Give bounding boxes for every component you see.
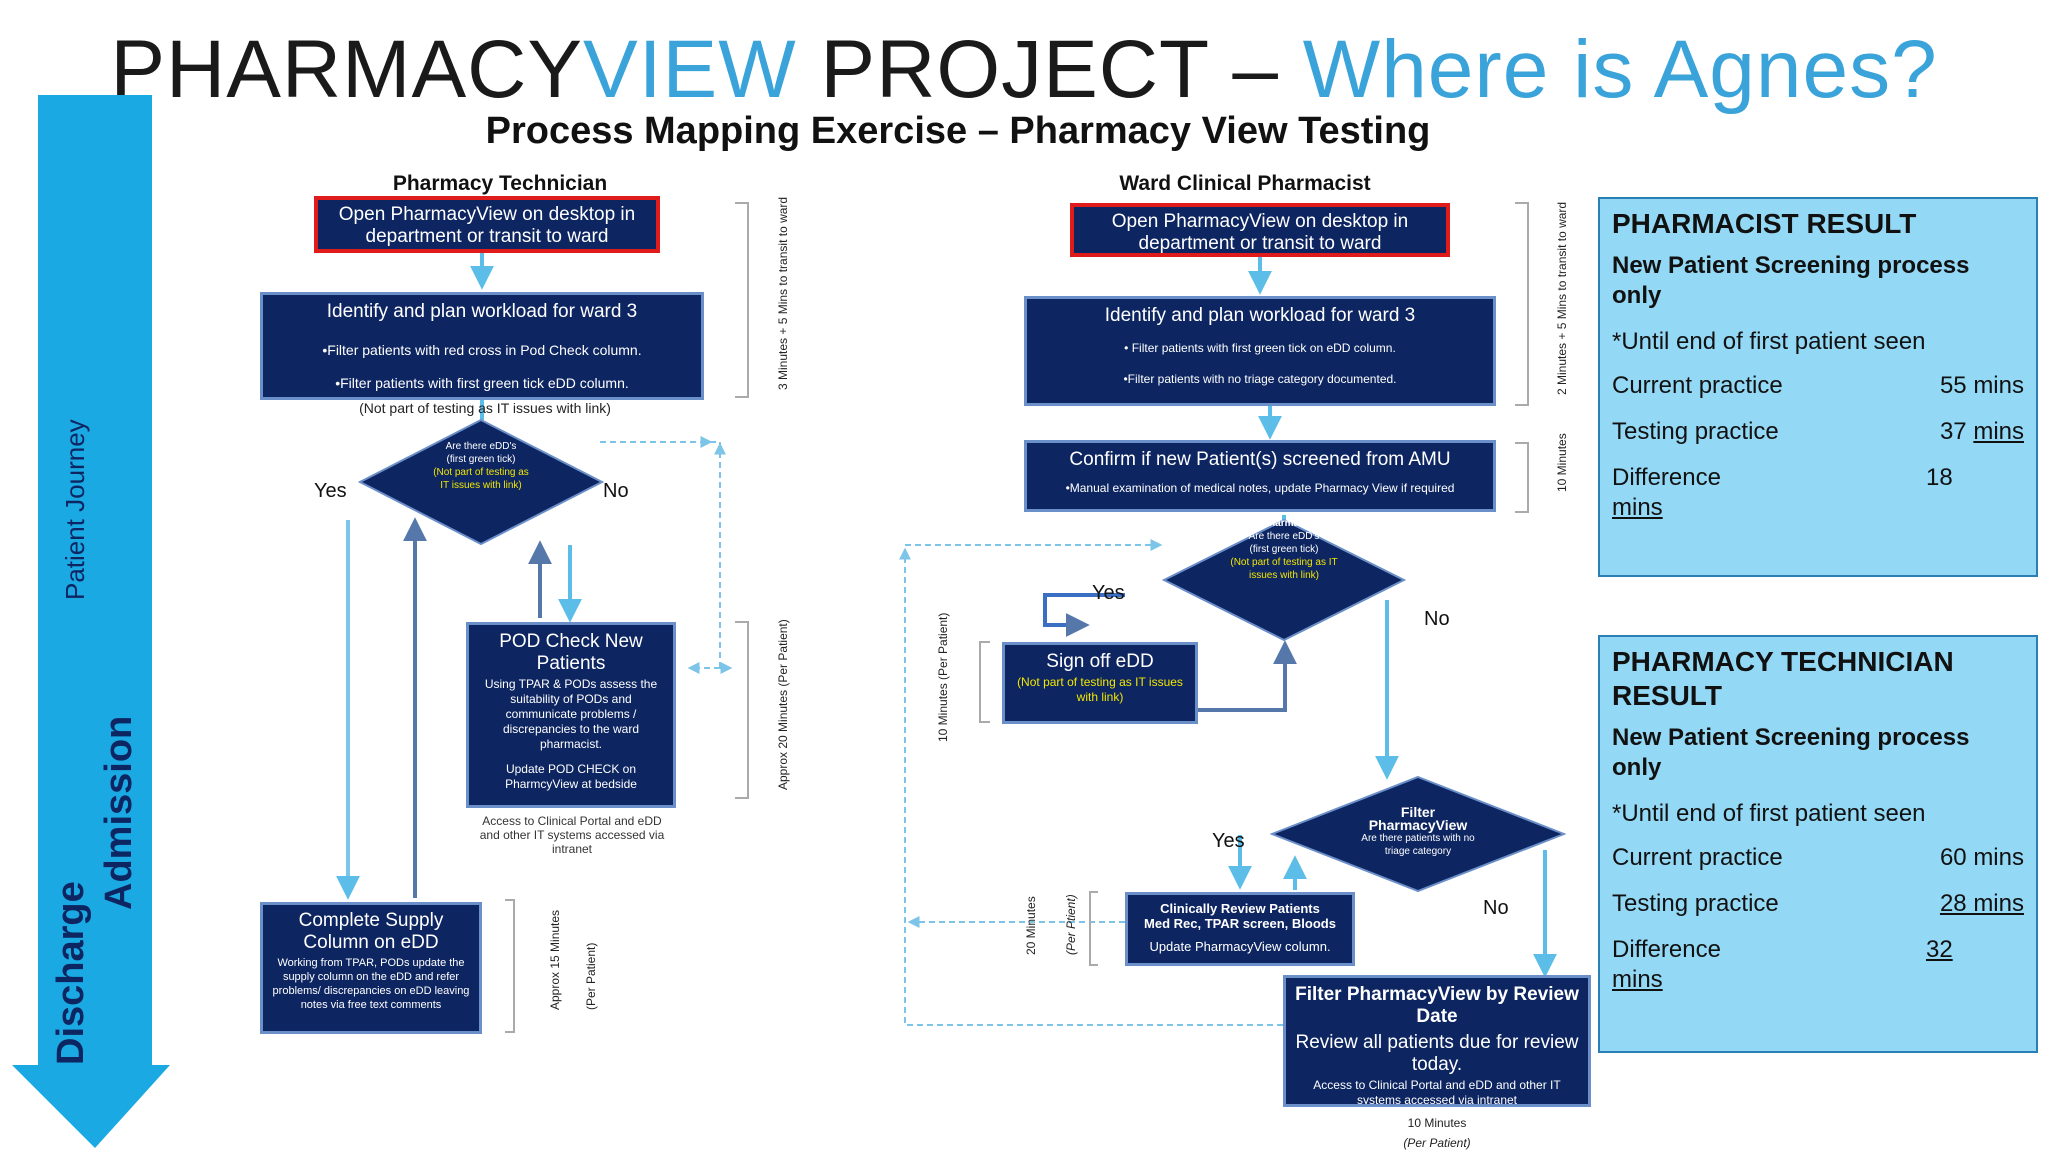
technician-time-2: Approx 20 Minutes (Per Patient) [776,619,790,790]
pharmacist-time-1: 2 Minutes + 5 Mins to transit to ward [1555,201,1569,395]
technician-no-label: No [603,480,629,502]
technician-result-panel: PHARMACY TECHNICIAN RESULT New Patient S… [1598,635,2038,1053]
technician-pod-check-step: POD Check New Patients Using TPAR & PODs… [466,622,676,808]
pharmacist-confirm-step: Confirm if new Patient(s) screened from … [1024,440,1496,512]
technician-open-step: Open PharmacyView on desktop in departme… [314,196,660,253]
technician-result-heading: PHARMACY TECHNICIAN RESULT [1612,646,1954,711]
technician-time-1: 3 Minutes + 5 Mins to transit to ward [776,196,790,390]
pharmacist-time-5b: (Per Patient) [1403,1136,1471,1150]
pharmacist-decision-2-text: Filter PharmacyView Are there patients w… [1361,804,1475,857]
technician-identify-note: (Not part of testing as IT issues with l… [359,400,611,416]
pharmacist-open-step: Open PharmacyView on desktop in departme… [1070,203,1450,257]
technician-time-3a: Approx 15 Minutes [548,909,562,1010]
admission-label: Admission [98,715,140,910]
pharmacist-triage-decision [1270,775,1566,893]
technician-time-3b: (Per Patient) [584,942,598,1010]
pharmacist-time-2: 10 Minutes [1555,433,1569,492]
pharmacist-no-label-1: No [1424,608,1450,630]
page-subtitle: Process Mapping Exercise – Pharmacy View… [485,110,1431,152]
pharmacist-result-heading: PHARMACIST RESULT [1612,208,1917,239]
technician-identify-step: Identify and plan workload for ward 3 •F… [260,292,704,400]
pharmacist-yes-label-1: Yes [1092,582,1125,604]
patient-journey-label: Patient Journey [60,419,90,600]
pharmacist-signoff-step: Sign off eDD (Not part of testing as IT … [1002,642,1198,724]
pharmacist-edd-decision [1162,518,1406,642]
technician-supply-step: Complete Supply Column on eDD Working fr… [260,902,482,1034]
pharmacist-no-label-2: No [1483,897,1509,919]
pharmacist-time-4a: 20 Minutes [1024,896,1038,955]
technician-edd-decision [358,418,604,546]
technician-yes-label: Yes [314,480,347,502]
pharmacist-result-panel: PHARMACIST RESULT New Patient Screening … [1598,197,2038,577]
pharmacist-identify-step: Identify and plan workload for ward 3 • … [1024,296,1496,406]
pharmacist-time-5: 10 Minutes [1407,1116,1467,1130]
pharmacist-decision-1-text: Filter PharmacyView Are there eDD's (fir… [1230,518,1338,581]
page-title: PHARMACYVIEW PROJECT – Where is Agnes? [110,24,1938,115]
patient-journey-arrow [12,95,170,1148]
pharmacist-yes-label-2: Yes [1212,830,1245,852]
pharmacist-time-3: 10 Minutes (Per Patient) [936,612,950,742]
technician-pod-note: Access to Clinical Portal and eDD and ot… [479,814,665,856]
technician-lane-title: Pharmacy Technician [392,172,608,195]
pharmacist-time-4b: (Per Ptient) [1064,894,1078,955]
pharmacist-filter-review-step: Filter PharmacyView by Review Date Revie… [1283,975,1591,1107]
pharmacist-review-step: Clinically Review Patients Med Rec, TPAR… [1125,892,1355,966]
discharge-label: Discharge [50,881,92,1065]
pharmacist-lane-title: Ward Clinical Pharmacist [1119,172,1371,195]
technician-decision-text: Are there eDD's (first green tick) (Not … [433,441,529,491]
